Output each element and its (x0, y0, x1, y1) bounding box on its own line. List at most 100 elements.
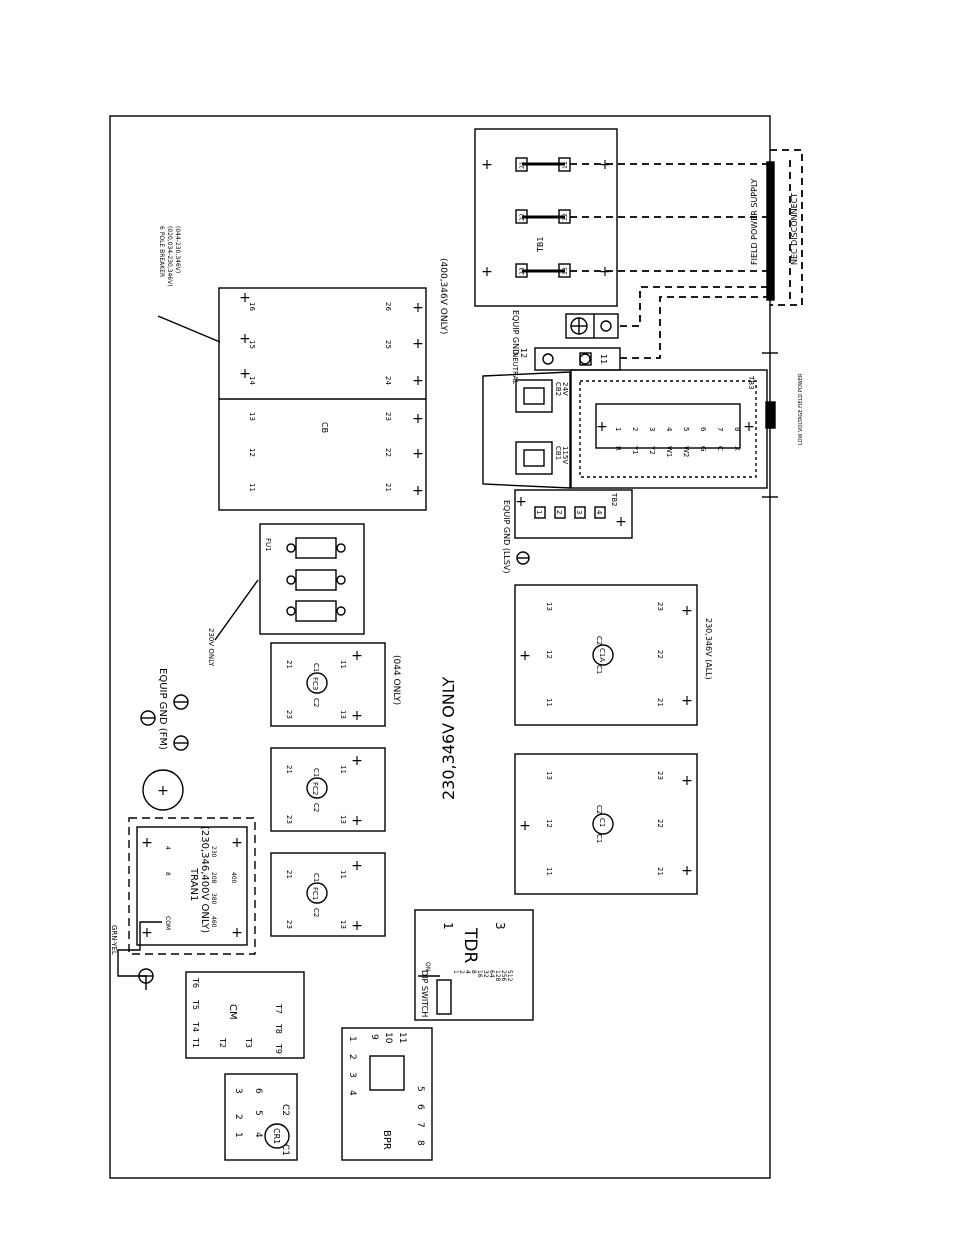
equip-gnd-llsv-label: EQUIP GND (LLSV) (502, 500, 511, 574)
bpr-terminal: 11 (397, 1032, 407, 1043)
fc3-note: (044 ONLY) (391, 655, 401, 705)
bpr-terminal: 2 (347, 1054, 357, 1060)
tran1-terminal: 8 (164, 872, 171, 876)
svg-text:+: + (231, 835, 243, 851)
tb3-terminal-name: Y1 (631, 445, 639, 455)
fc-terminal: C2 (312, 698, 320, 707)
fc2-box (270, 747, 386, 832)
bpr-terminal: 4 (347, 1090, 357, 1096)
c1a-box (514, 584, 698, 726)
svg-text:+: + (481, 264, 493, 280)
cb-terminal: 13 (248, 412, 256, 421)
tb2-terminal: 2 (555, 510, 563, 514)
svg-text:+: + (412, 336, 424, 352)
fc1-label: FC1 (311, 887, 319, 900)
c1-terminal: 21 (656, 867, 664, 876)
cb-note: 6 POLE BREAKER (158, 226, 165, 277)
tran1-terminal: 4 (164, 846, 171, 850)
tb3-terminal-num: 7 (716, 427, 724, 431)
svg-text:+: + (519, 818, 531, 834)
tdr-label: TDR (460, 927, 480, 963)
tb3-box (570, 369, 768, 489)
fc-terminal: 13 (339, 710, 347, 719)
cm-terminal: T2 (218, 1037, 227, 1048)
dip-value: 64 (488, 970, 495, 978)
tb3-terminal-name: W2 (682, 446, 690, 457)
tb3-terminal-num: 3 (648, 427, 656, 431)
svg-text:+: + (599, 264, 611, 280)
cb-terminal: 12 (248, 448, 256, 457)
tran1-terminal: 208 (210, 872, 217, 884)
c1a-terminal: 13 (545, 602, 553, 611)
tran1-terminal: 380 (210, 893, 217, 905)
cr1-terminal: 1 (233, 1132, 243, 1138)
c1a-terminal: 21 (656, 698, 664, 707)
tran1-terminal: COM (164, 916, 171, 930)
fc-terminal: 13 (339, 920, 347, 929)
tb3-label: TB3 (747, 375, 755, 390)
svg-text:+: + (239, 290, 251, 306)
cb-note: (044-230,346V) (174, 226, 181, 273)
fu1-label: FU1 (264, 538, 272, 552)
fc-terminal: 21 (285, 870, 293, 879)
c1a-terminal: 22 (656, 650, 664, 659)
svg-text:+: + (351, 708, 363, 724)
svg-text:+: + (599, 157, 611, 173)
fc3-label: FC3 (311, 677, 319, 690)
fc2-label: FC2 (311, 782, 319, 795)
cb-terminal: 15 (248, 340, 256, 349)
cb-label: CB (320, 422, 329, 433)
dip-value: 8 (470, 970, 477, 974)
panel-outline (109, 115, 771, 1179)
cr1-terminal: 2 (233, 1114, 243, 1120)
fc-terminal: C2 (312, 908, 320, 917)
field-power-bus (766, 161, 775, 301)
svg-text:+: + (515, 494, 527, 510)
neutral-label: NEUTRAL (511, 352, 519, 384)
svg-text:+: + (239, 366, 251, 382)
cm-terminal: T3 (244, 1037, 253, 1048)
dip-value: 2 (458, 970, 465, 974)
c1-terminal: 13 (545, 771, 553, 780)
tran1-terminal: 230 (210, 846, 217, 858)
c1-box (514, 753, 698, 895)
svg-text:+: + (596, 419, 608, 435)
tb2-terminal: 3 (575, 510, 583, 514)
fc-terminal: 23 (285, 920, 293, 929)
svg-text:+: + (412, 483, 424, 499)
dip-value: 32 (482, 970, 489, 978)
c1-terminal: 11 (545, 867, 553, 876)
bpr-terminal: 6 (415, 1104, 425, 1110)
cr1-terminal: C2 (280, 1104, 290, 1116)
tb3-terminal-name: G (699, 446, 707, 451)
svg-text:+: + (239, 331, 251, 347)
tb3-terminal-num: 8 (733, 427, 741, 431)
c1a-terminal: C1 (595, 665, 603, 674)
tb3-terminal-num: 2 (631, 427, 639, 431)
note-230-346-only: 230,346V ONLY (439, 676, 458, 800)
cb-terminal: 16 (248, 302, 256, 311)
svg-text:+: + (351, 858, 363, 874)
svg-text:+: + (681, 863, 693, 879)
cb-terminal: 11 (248, 483, 256, 492)
dip-value: 512 (506, 970, 513, 982)
fc-terminal: 21 (285, 660, 293, 669)
tb3-terminal-name: R (614, 446, 622, 451)
dip-switch-label: DIP SWITCH (420, 970, 429, 1017)
tb3-terminal-name: Y2 (648, 445, 656, 455)
cm-box (185, 971, 305, 1059)
fc-terminal: 13 (339, 815, 347, 824)
svg-text:+: + (141, 835, 153, 851)
svg-text:+: + (743, 419, 755, 435)
dip-on-label: ON (424, 962, 431, 971)
cb1-rating: 115V (561, 446, 569, 464)
tb2-terminal: 1 (535, 510, 543, 514)
cm-terminal: T7 (274, 1003, 283, 1014)
fu1-note: 230V ONLY (207, 628, 215, 667)
svg-text:+: + (231, 925, 243, 941)
c1a-label: C1A (598, 648, 606, 662)
tb1-terminal: 11 (562, 161, 569, 169)
c1-terminal: 23 (656, 771, 664, 780)
fc3-box (270, 642, 386, 727)
